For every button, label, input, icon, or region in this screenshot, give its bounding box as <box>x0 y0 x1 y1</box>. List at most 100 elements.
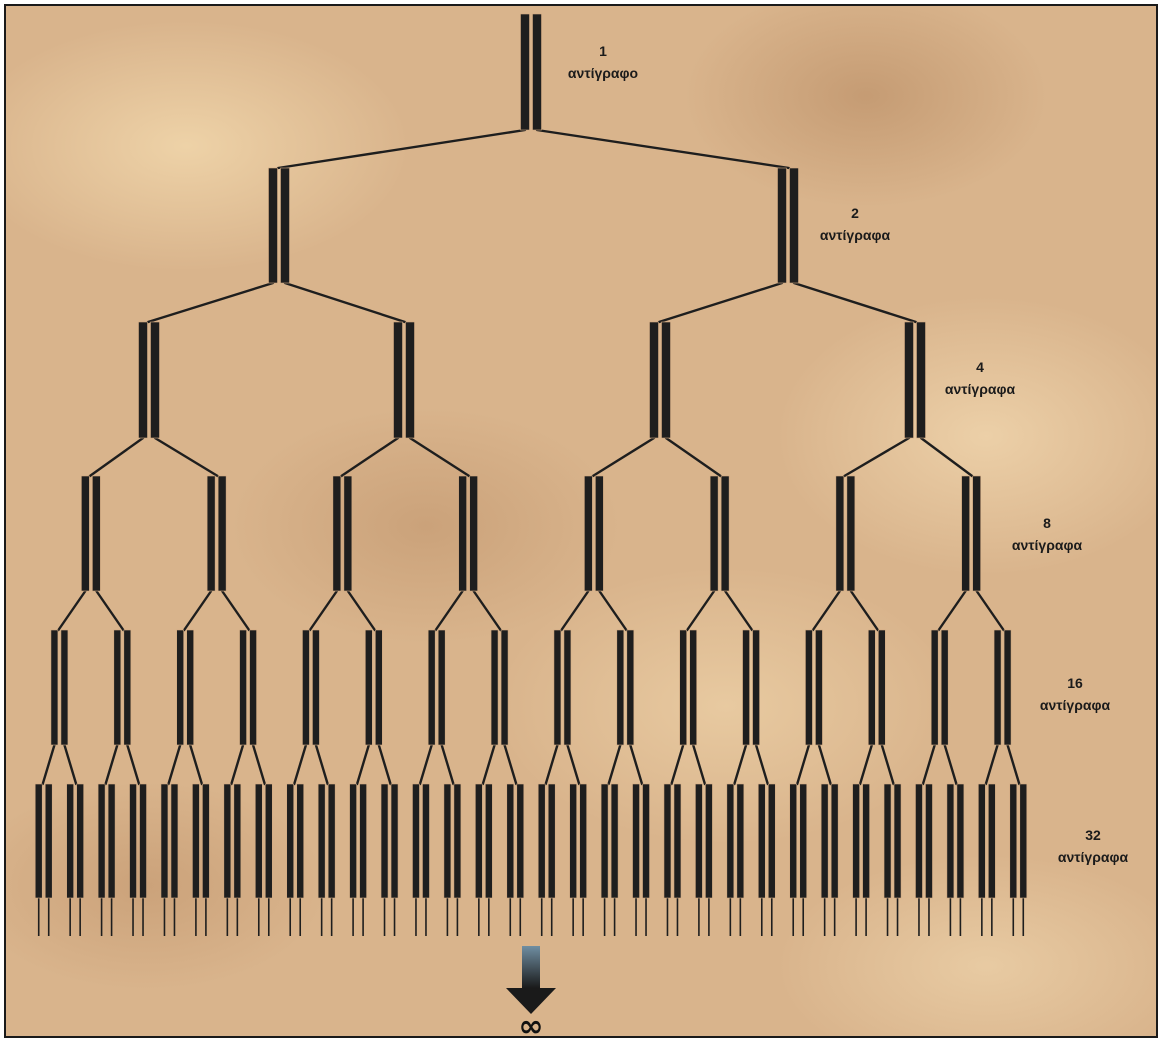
level-3-label: αντίγραφα <box>945 381 1016 397</box>
dna-strand-right <box>76 783 84 899</box>
level-1-count: 1 <box>599 43 607 59</box>
dna-strand-right <box>202 783 210 899</box>
level-2-label: αντίγραφα <box>820 227 891 243</box>
dna-strand-right <box>626 629 635 746</box>
dna-strand-right <box>789 167 799 284</box>
branch-line <box>796 743 811 786</box>
dna-strand-right <box>563 629 572 746</box>
dna-strand-left <box>365 629 373 746</box>
branch-line <box>95 589 125 632</box>
dna-strand-left <box>160 783 169 899</box>
dna-strand-right <box>972 475 981 592</box>
branch-line <box>629 743 644 786</box>
dna-strand-right <box>60 629 69 746</box>
level-labels: 1 αντίγραφο 2 αντίγραφα 4 αντίγραφα 8 αν… <box>568 43 1129 865</box>
branch-line <box>355 743 371 786</box>
branch-line <box>57 589 87 632</box>
dna-strand-right <box>327 783 336 899</box>
dna-strand-left <box>757 783 766 899</box>
branch-line <box>817 743 832 786</box>
branch-line <box>937 589 967 632</box>
branch-line <box>723 589 754 632</box>
dna-strand-right <box>500 629 509 746</box>
branch-line <box>472 589 502 632</box>
branch-lines <box>37 128 1025 936</box>
dna-strand-right <box>390 783 399 899</box>
level-5-count: 16 <box>1067 675 1083 691</box>
branch-line <box>276 128 527 170</box>
branch-line <box>503 743 518 786</box>
dna-strand-left <box>742 629 750 746</box>
dna-strand-right <box>689 629 697 746</box>
dna-strand-right <box>661 321 671 439</box>
dna-strand-left <box>553 629 562 746</box>
dna-strand-right <box>595 475 604 592</box>
dna-strand-left <box>679 629 687 746</box>
dna-strand-left <box>138 321 148 439</box>
dna-strand-left <box>317 783 326 899</box>
dna-strand-left <box>649 321 659 439</box>
branch-line <box>308 589 339 632</box>
branch-line <box>188 743 204 786</box>
branch-line <box>685 589 716 632</box>
dna-strand-right <box>878 629 886 746</box>
dna-strand-right <box>217 475 227 592</box>
branch-line <box>153 436 219 478</box>
branch-line <box>849 589 880 632</box>
branch-line <box>943 743 958 786</box>
dna-strand-right <box>705 783 713 899</box>
arrow-head <box>506 988 556 1014</box>
branch-line <box>691 743 707 786</box>
dna-strand-left <box>129 783 137 899</box>
branch-line <box>566 743 581 786</box>
branch-line <box>858 743 874 786</box>
dna-strand-left <box>993 629 1002 746</box>
dna-strand-left <box>868 629 876 746</box>
branch-line <box>975 589 1005 632</box>
dna-strand-right <box>846 475 856 592</box>
branch-line <box>919 436 974 478</box>
dna-strand-right <box>642 783 650 899</box>
dna-strand-right <box>532 13 542 131</box>
branch-line <box>591 436 656 478</box>
dna-strand-right <box>123 629 132 746</box>
level-4-count: 8 <box>1043 515 1051 531</box>
branch-line <box>607 743 622 786</box>
level-6-label: αντίγραφα <box>1058 849 1129 865</box>
dna-strand-right <box>673 783 682 899</box>
dna-strand-right <box>437 629 446 746</box>
dna-strand-right <box>925 783 933 899</box>
dna-strand-right <box>107 783 116 899</box>
dna-strand-left <box>616 629 625 746</box>
dna-strand-right <box>893 783 902 899</box>
infinity-symbol: ∞ <box>519 1009 544 1042</box>
dna-strand-left <box>192 783 200 899</box>
dna-strand-left <box>268 167 278 284</box>
arrow-shaft <box>522 946 540 988</box>
branch-line <box>63 743 78 786</box>
branch-line <box>230 743 245 786</box>
dna-strand-left <box>302 629 310 746</box>
dna-strand-right <box>186 629 194 746</box>
dna-strand-right <box>720 475 730 592</box>
level-1-label: αντίγραφο <box>568 65 638 81</box>
dna-strand-left <box>506 783 515 899</box>
dna-strand-left <box>458 475 467 592</box>
branch-line <box>346 589 377 632</box>
dna-strand-right <box>343 475 353 592</box>
dna-strand-left <box>475 783 483 899</box>
dna-strand-right <box>610 783 619 899</box>
dna-strand-right <box>453 783 462 899</box>
dna-strand-left <box>883 783 892 899</box>
dna-strand-right <box>830 783 839 899</box>
dna-strand-right <box>1019 783 1028 899</box>
dna-strand-right <box>799 783 808 899</box>
dna-strand-right <box>988 783 996 899</box>
down-arrow-icon <box>506 946 556 1014</box>
branch-line <box>544 743 559 786</box>
branch-line <box>880 743 895 786</box>
dna-strand-left <box>709 475 719 592</box>
level-4-label: αντίγραφα <box>1012 537 1083 553</box>
